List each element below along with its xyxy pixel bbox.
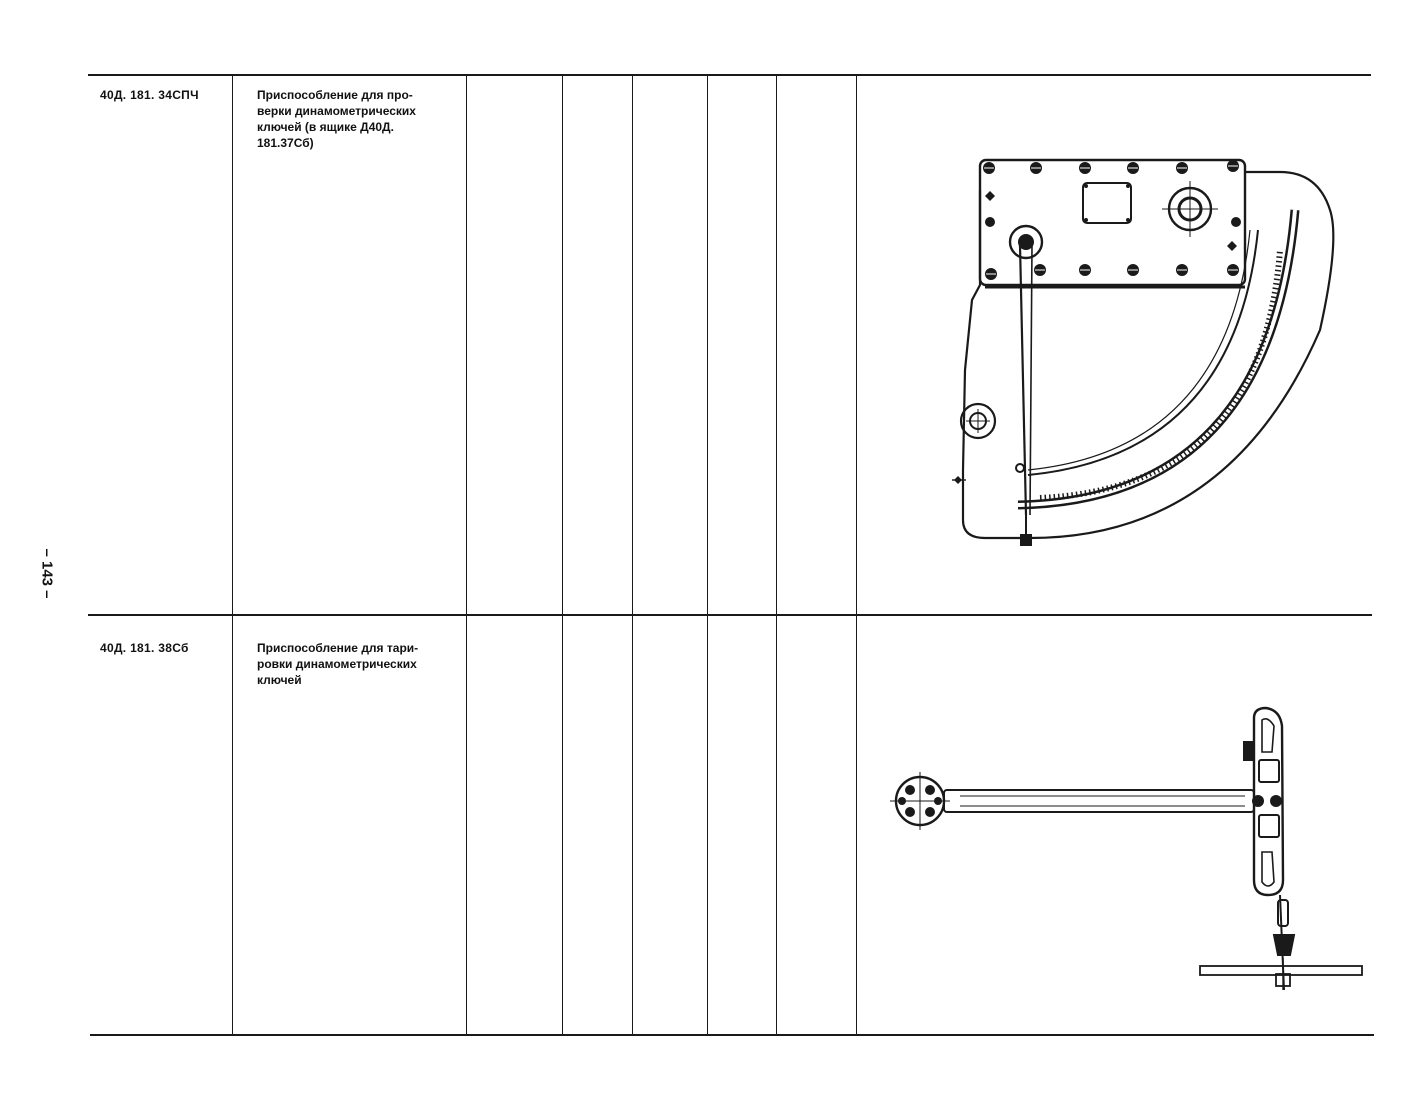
column-rule (856, 74, 857, 1036)
row-2-code: 40Д. 181. 38Сб (100, 641, 189, 655)
column-rule (466, 74, 467, 1036)
column-rule (707, 74, 708, 1036)
column-rule (562, 74, 563, 1036)
table-top-rule (88, 74, 1371, 76)
row-1-code: 40Д. 181. 34СПЧ (100, 88, 199, 102)
row-2-description: Приспособление для тари- ровки динамомет… (257, 641, 419, 687)
row-1-description: Приспособление для про- верки динамометр… (257, 88, 416, 150)
table-bottom-rule (90, 1034, 1374, 1036)
column-rule (776, 74, 777, 1036)
column-rule (632, 74, 633, 1036)
row-divider-rule (88, 614, 1372, 616)
column-rule (232, 74, 233, 1036)
